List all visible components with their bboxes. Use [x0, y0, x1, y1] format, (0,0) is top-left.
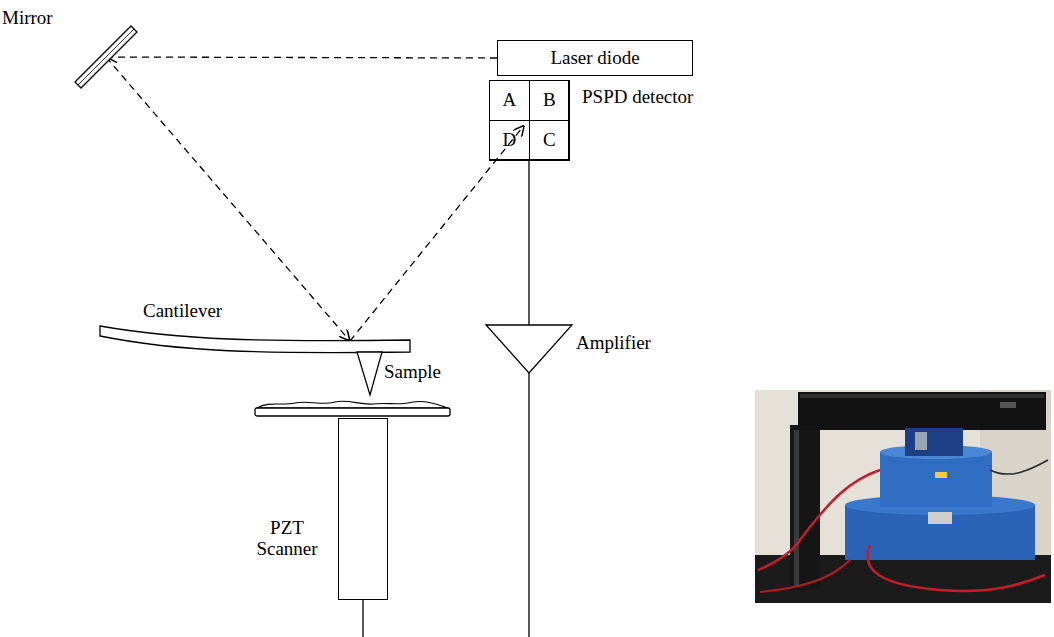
mirror: Mirror: [75, 26, 137, 88]
amplifier-triangle: [486, 325, 572, 373]
mirror-glass: [75, 26, 137, 88]
cantilever: Cantilever: [100, 322, 410, 397]
photo-red-wire: [868, 545, 1045, 591]
laser-beam: [106, 57, 350, 341]
amplifier-output-wire: [528, 373, 529, 637]
node-label: PZT Scanner: [256, 518, 317, 560]
node-label: Amplifier: [576, 333, 651, 354]
node-label: Mirror: [2, 8, 53, 29]
detector-quadrant: B: [529, 80, 571, 122]
photo-black-wire: [990, 460, 1048, 474]
photo-red-wire: [760, 560, 850, 592]
node-label: PSPD detector: [582, 87, 693, 108]
photo-arm-badge: [1000, 402, 1016, 408]
sample: Sample: [255, 398, 450, 418]
sample-plate: [255, 408, 450, 416]
pspd-detector: PSPD detectorABDC: [489, 80, 569, 160]
scanner-wire: [362, 600, 363, 637]
photo-base-cylinder: [845, 505, 1035, 560]
photo-sticker: [935, 472, 947, 478]
node-label: C: [543, 130, 556, 151]
afm-photo: [755, 390, 1051, 603]
photo-arm-highlight: [800, 394, 1044, 398]
node-label: Sample: [384, 362, 441, 383]
node-label: D: [502, 130, 516, 151]
cantilever-beam: [100, 326, 410, 353]
photo-column-highlight: [794, 430, 799, 585]
amplifier-symbol-outline: [486, 325, 572, 373]
laser-beam: [106, 57, 497, 58]
photo-head-part: [915, 432, 927, 450]
detector-quadrant: A: [489, 80, 531, 122]
photo-upper-cylinder: [880, 452, 992, 507]
photo-red-wire: [758, 470, 880, 570]
node-label: A: [502, 90, 516, 111]
detector-quadrant: C: [529, 120, 571, 162]
photo-head: [905, 428, 963, 456]
detector-quadrant: D: [489, 120, 531, 162]
cantilever-tip: [357, 352, 382, 395]
signal-wire: [528, 160, 529, 325]
mirror-inner-line: [78, 29, 134, 85]
node-label: Laser diode: [550, 48, 639, 69]
mirror-outline: [75, 26, 137, 88]
node-label: B: [543, 90, 556, 111]
node-label: Cantilever: [143, 301, 222, 322]
laser-diode-box: Laser diode: [497, 40, 693, 76]
pzt-scanner: PZT Scanner: [338, 418, 388, 600]
photo-plate: [928, 512, 952, 524]
sample-outline: [255, 398, 450, 418]
reflected-beam: [350, 125, 524, 341]
photo-column: [790, 425, 820, 590]
cantilever-outline: [100, 322, 410, 397]
photo-arm: [798, 392, 1046, 430]
sample-surface: [257, 401, 448, 408]
photo-wall: [755, 390, 1051, 603]
amplifier-symbol: Amplifier: [486, 325, 572, 373]
